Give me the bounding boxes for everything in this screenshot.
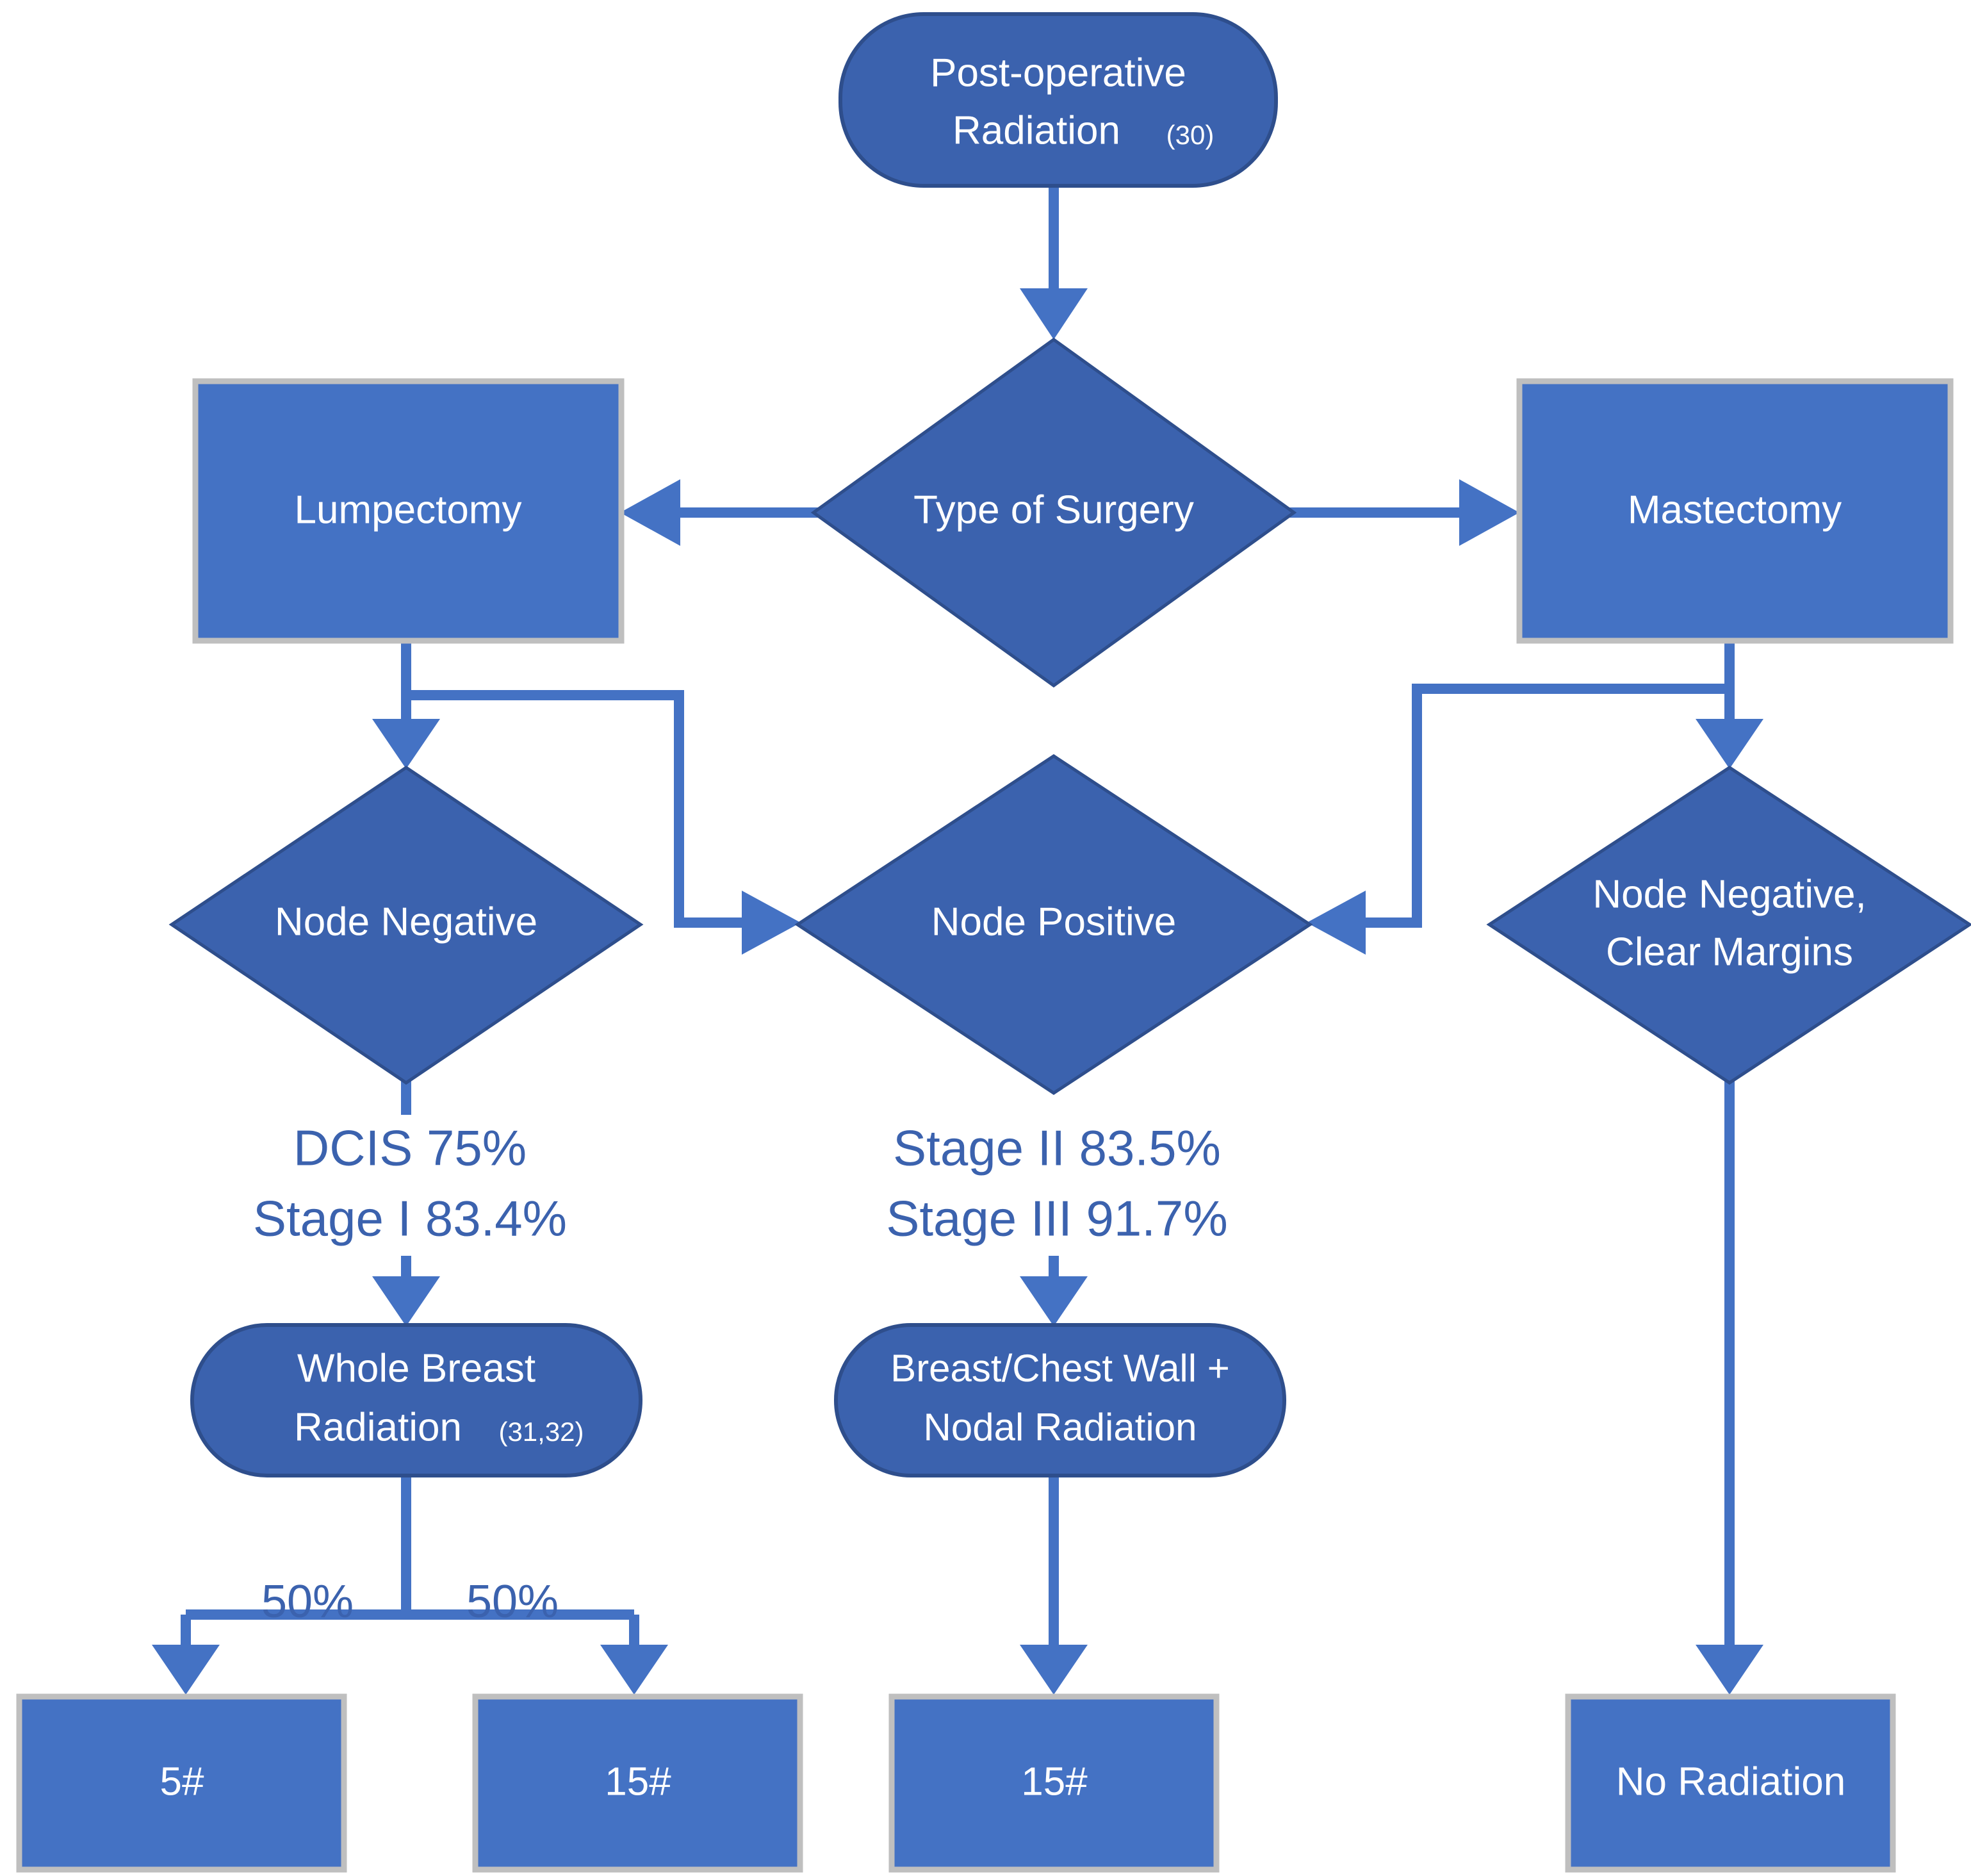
node-positive-label: Node Positive [931,900,1177,944]
node-mastectomy[interactable]: Mastectomy [1516,378,1954,644]
whole-breast-radiation-shape [190,1323,642,1477]
frac-5-label: 5# [160,1759,204,1804]
start-shape [838,12,1278,188]
node-negative-label: Node Negative [275,900,537,944]
start-label-line1: Post-operative [930,51,1186,95]
no-radiation-label: No Radiation [1616,1759,1845,1804]
breast-chest-wall-label-line2: Nodal Radiation [924,1406,1197,1449]
connector-whole-breast-split [152,1474,668,1695]
frac-15-mid-label: 15# [1021,1759,1088,1804]
frac-5-shape [16,1693,347,1873]
breast-chest-wall-label-line1: Breast/Chest Wall + [890,1347,1230,1390]
label-split-right: 50% [466,1576,559,1627]
node-negative-shape [168,765,644,1085]
connector-node-negative-to-whole-breast [372,1051,440,1326]
whole-breast-label-line2: Radiation [294,1405,462,1449]
node-frac-15-left[interactable]: 15# [472,1693,803,1873]
edge-label-node-negative: DCIS 75% Stage I 83.4% [253,1120,567,1247]
connector-lumpectomy-to-node-positive [406,690,801,955]
node-negative-clear-margins-label-line2: Clear Margins [1606,930,1853,974]
node-no-radiation[interactable]: No Radiation [1565,1693,1896,1873]
edge-label-split: 50% 50% [261,1576,559,1627]
node-frac-5[interactable]: 5# [16,1693,347,1873]
frac-15-mid-shape [888,1693,1220,1873]
node-frac-15-mid[interactable]: 15# [888,1693,1220,1873]
start-label-ref: (30) [1166,120,1214,150]
lumpectomy-shape [192,378,625,644]
start-label-line2: Radiation [953,108,1120,152]
whole-breast-label-ref: (31,32) [498,1417,584,1447]
node-negative-clear-margins-shape [1486,766,1971,1085]
breast-chest-wall-nodal-shape [834,1323,1286,1477]
whole-breast-label-line1: Whole Breast [297,1346,536,1390]
label-split-left: 50% [261,1576,354,1627]
label-dcis: DCIS 75% [293,1120,527,1176]
node-whole-breast-radiation[interactable]: Whole Breast Radiation (31,32) [190,1323,642,1477]
node-node-positive[interactable]: Node Positive [794,754,1313,1095]
connector-lumpectomy-to-node-negative [372,641,440,769]
edge-label-node-positive: Stage II 83.5% Stage III 91.7% [886,1120,1227,1247]
no-radiation-shape [1565,1693,1896,1873]
label-stage-3: Stage III 91.7% [886,1190,1227,1247]
label-stage-2: Stage II 83.5% [893,1120,1221,1176]
connector-mastectomy-to-node-positive [1307,684,1730,955]
connector-breast-chest-wall-to-frac15 [1020,1474,1088,1695]
node-positive-shape [794,754,1313,1095]
node-node-negative[interactable]: Node Negative [168,765,644,1085]
mastectomy-label: Mastectomy [1628,488,1842,532]
node-lumpectomy[interactable]: Lumpectomy [192,378,625,644]
lumpectomy-label: Lumpectomy [295,488,522,532]
node-node-negative-clear-margins[interactable]: Node Negative, Clear Margins [1486,766,1971,1085]
connector-clear-margins-to-no-radiation [1696,1051,1763,1695]
decision-surgery-label: Type of Surgery [913,488,1194,532]
node-negative-clear-margins-label-line1: Node Negative, [1592,872,1866,916]
frac-15-left-shape [472,1693,803,1873]
frac-15-left-label: 15# [605,1759,671,1804]
node-decision-surgery[interactable]: Type of Surgery [810,337,1297,688]
label-stage-1: Stage I 83.4% [253,1190,567,1247]
connector-start-to-decision [1020,186,1088,340]
connector-mastectomy-to-node-negative-clear-margins [1696,641,1763,769]
decision-surgery-shape [810,337,1297,688]
node-start[interactable]: Post-operative Radiation (30) [838,12,1278,188]
node-breast-chest-wall-nodal[interactable]: Breast/Chest Wall + Nodal Radiation [834,1323,1286,1477]
mastectomy-shape [1516,378,1954,644]
